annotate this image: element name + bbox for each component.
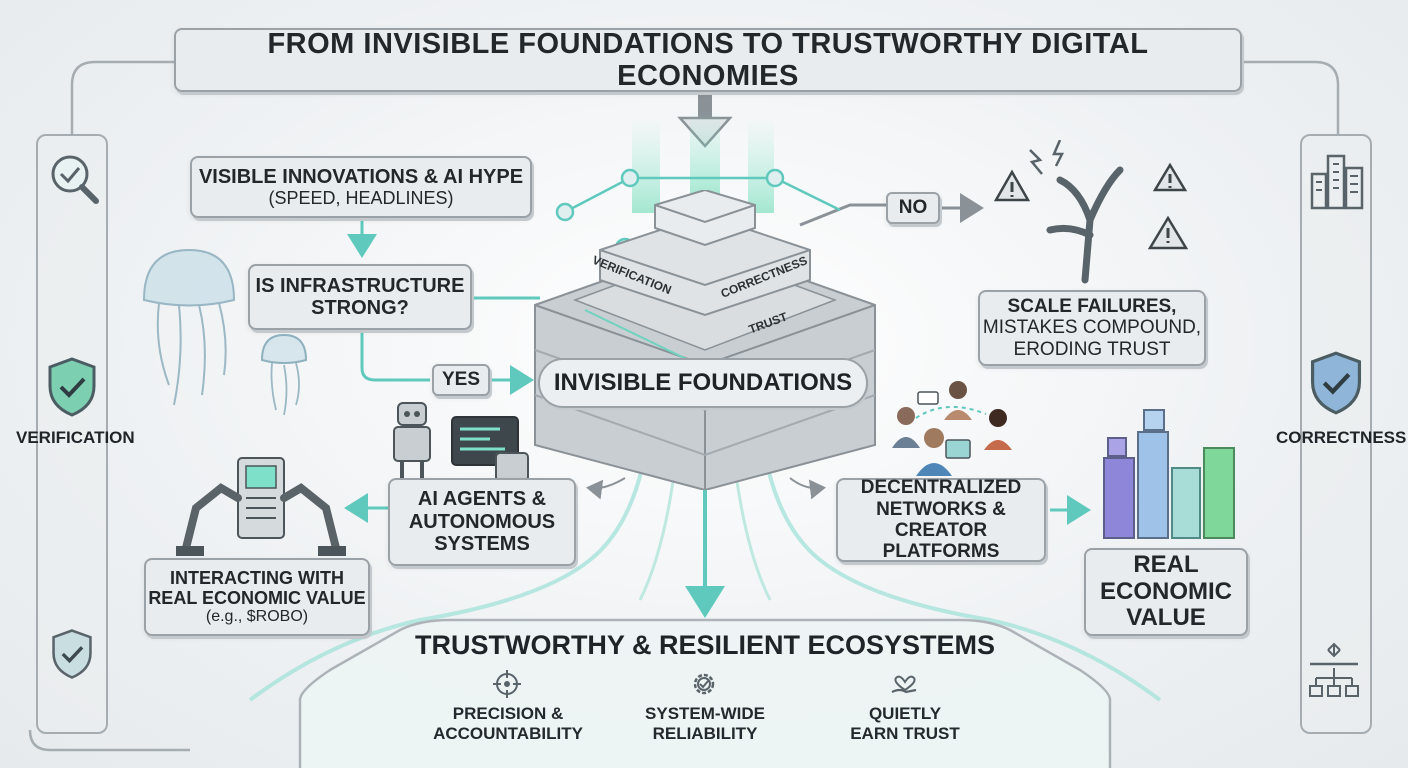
decentralized-line2: NETWORKS &	[876, 498, 1006, 520]
interacting-line2: REAL ECONOMIC VALUE	[148, 588, 366, 609]
robot-agent-illustration	[384, 395, 544, 490]
no-label-box: NO	[886, 192, 940, 224]
network-hierarchy-icon	[1306, 640, 1362, 709]
robotic-arms-server-illustration	[176, 448, 346, 563]
decentralized-networks-box: DECENTRALIZED NETWORKS & CREATOR PLATFOR…	[836, 477, 1046, 563]
invisible-foundations-pill: INVISIBLE FOUNDATIONS	[538, 358, 868, 408]
yes-label-box: YES	[432, 364, 490, 396]
decentralized-line1: DECENTRALIZED	[860, 477, 1022, 499]
interacting-line1: INTERACTING WITH	[170, 567, 344, 588]
no-label: NO	[898, 197, 928, 219]
ai-agents-line2: AUTONOMOUS	[408, 510, 556, 533]
interacting-value-box: INTERACTING WITH REAL ECONOMIC VALUE (e.…	[144, 558, 370, 636]
precision-line1: PRECISION &	[452, 704, 564, 723]
jellyfish-illustration	[124, 245, 324, 430]
shield-check-icon	[46, 356, 98, 423]
ecosystem-item-reliability: SYSTEM-WIDE RELIABILITY	[630, 704, 780, 743]
reliability-line2: RELIABILITY	[652, 723, 758, 743]
ecosystems-title: TRUSTWORTHY & RESILIENT ECOSYSTEMS	[414, 630, 996, 660]
ai-agents-box: AI AGENTS & AUTONOMOUS SYSTEMS	[388, 478, 576, 566]
visible-innovations-line2: (SPEED, HEADLINES)	[268, 188, 454, 209]
value-cubes-illustration	[1098, 408, 1238, 553]
scale-failures-line2: MISTAKES COMPOUND,	[982, 317, 1202, 339]
reliability-line1: SYSTEM-WIDE	[645, 704, 765, 723]
page-title: FROM INVISIBLE FOUNDATIONS TO TRUSTWORTH…	[174, 28, 1242, 92]
real-value-line2: ECONOMIC	[1100, 577, 1232, 605]
invisible-foundations-text: INVISIBLE FOUNDATIONS	[553, 369, 853, 396]
ecosystem-item-trust: QUIETLY EARN TRUST	[830, 704, 980, 743]
question-line2: STRONG?	[311, 297, 409, 319]
ai-agents-line1: AI AGENTS &	[417, 488, 547, 511]
scale-failures-line1: SCALE FAILURES,	[1007, 296, 1177, 318]
real-value-line3: VALUE	[1126, 604, 1206, 632]
scale-failures-line3: ERODING TRUST	[1013, 338, 1171, 360]
magnifier-check-icon	[46, 150, 102, 213]
city-buildings-icon	[1308, 150, 1366, 215]
interacting-line3: (e.g., $ROBO)	[205, 608, 309, 626]
hand-heart-icon	[890, 670, 920, 703]
scale-failures-box: SCALE FAILURES, MISTAKES COMPOUND, ERODI…	[978, 290, 1206, 366]
real-value-line1: REAL	[1133, 550, 1199, 578]
foundation-stack-illustration	[515, 188, 895, 495]
trust-line1: QUIETLY	[868, 704, 942, 723]
page-title-text: FROM INVISIBLE FOUNDATIONS TO TRUSTWORTH…	[267, 27, 1149, 92]
visible-innovations-line1: VISIBLE INNOVATIONS & AI HYPE	[198, 165, 524, 188]
ecosystem-item-precision: PRECISION & ACCOUNTABILITY	[430, 704, 586, 743]
left-side-label: VERIFICATION	[16, 428, 135, 447]
shield-check-icon-small	[50, 628, 94, 685]
ai-agents-line3: SYSTEMS	[434, 533, 530, 556]
decentralized-line3: CREATOR PLATFORMS	[882, 520, 1000, 563]
shield-check-icon-right	[1308, 350, 1364, 421]
visible-innovations-box: VISIBLE INNOVATIONS & AI HYPE (SPEED, HE…	[190, 156, 532, 218]
gear-check-icon	[689, 669, 719, 704]
real-economic-value-box: REAL ECONOMIC VALUE	[1084, 548, 1248, 636]
target-icon	[493, 670, 521, 703]
infrastructure-question-box: IS INFRASTRUCTURE STRONG?	[248, 264, 472, 330]
trust-line2: EARN TRUST	[850, 723, 960, 743]
question-line1: IS INFRASTRUCTURE	[255, 274, 465, 297]
yes-label: YES	[441, 369, 481, 391]
right-side-panel	[1300, 134, 1372, 734]
warning-storm-tree-illustration	[990, 139, 1200, 290]
precision-line2: ACCOUNTABILITY	[433, 723, 583, 743]
people-collaboration-illustration	[886, 378, 1046, 483]
right-side-label: CORRECTNESS	[1276, 428, 1407, 447]
